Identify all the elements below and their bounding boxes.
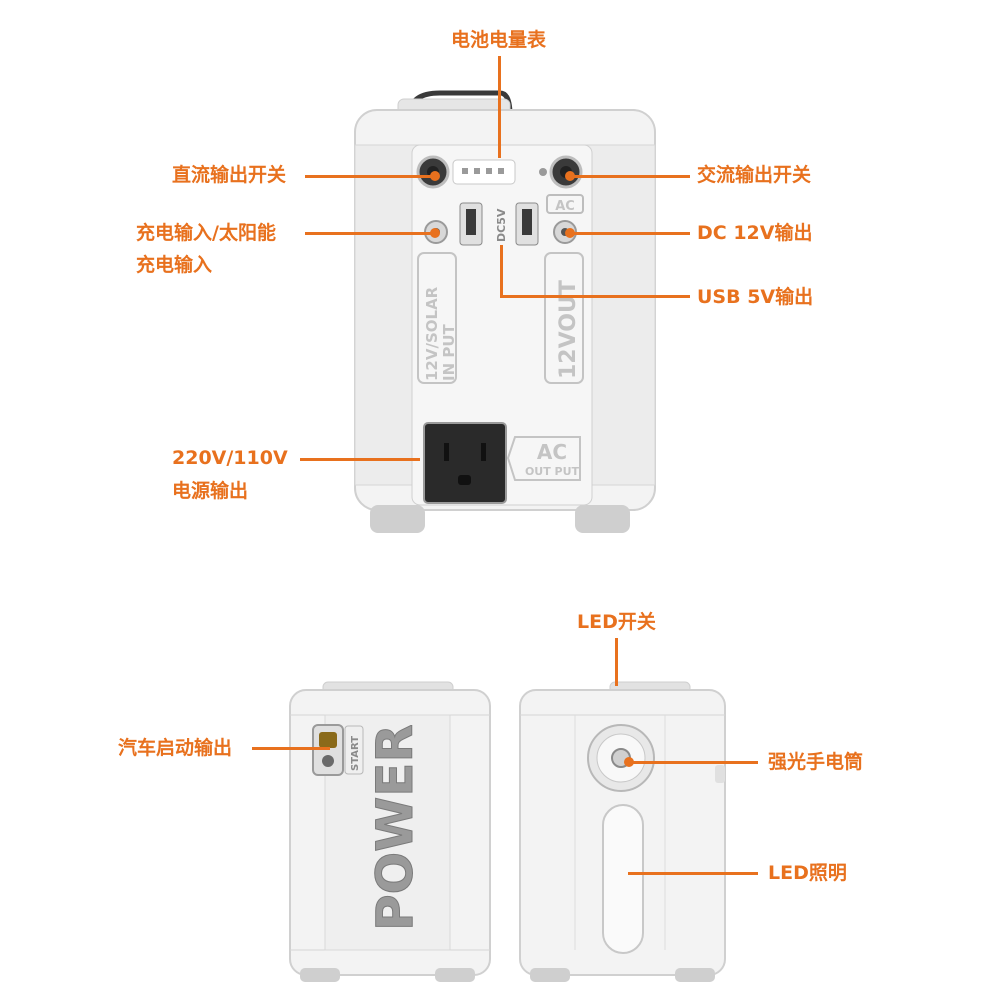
charge-input-label-line1: 充电输入/太阳能 xyxy=(136,222,276,244)
dc-switch-leader xyxy=(305,175,435,178)
svg-text:START: START xyxy=(350,736,361,771)
charge-input-leader xyxy=(305,232,435,235)
led-lighting-label: LED照明 xyxy=(768,862,847,884)
flashlight-label: 强光手电筒 xyxy=(768,751,864,773)
ac-output-text: OUT PUT xyxy=(525,465,580,478)
dc12v-dot xyxy=(565,228,575,238)
led-lighting-leader xyxy=(628,872,758,875)
ac-output-label: AC OUT PUT xyxy=(525,440,580,478)
dc-out-label: 12VOUT xyxy=(546,255,586,385)
usb-leader-vertical xyxy=(500,245,503,297)
solar-input-line1: 12V/SOLAR xyxy=(423,286,441,381)
right-side-view-device xyxy=(519,681,726,982)
svg-text:POWER: POWER xyxy=(366,725,418,931)
ac-power-leader xyxy=(300,458,420,461)
battery-gauge-leader xyxy=(498,56,501,158)
ac-big-text: AC xyxy=(537,440,567,464)
car-start-leader xyxy=(252,747,330,750)
ac-socket xyxy=(423,422,507,504)
flashlight-leader xyxy=(628,761,758,764)
ac-switch-dot xyxy=(565,171,575,181)
usb-leader-horizontal xyxy=(500,295,690,298)
solar-input-label: 12V/SOLAR IN PUT xyxy=(420,255,460,385)
dc-output-switch-label: 直流输出开关 xyxy=(172,164,287,186)
svg-text:AC: AC xyxy=(555,199,575,214)
charge-input-dot xyxy=(430,228,440,238)
dc5v-text: DC5V xyxy=(495,208,508,242)
flashlight-dot xyxy=(624,757,634,767)
battery-gauge-indicator xyxy=(452,159,516,185)
led-switch-label: LED开关 xyxy=(577,611,656,633)
ac-output-switch-label: 交流输出开关 xyxy=(697,164,812,186)
dc12v-leader xyxy=(570,232,690,235)
usb-5v-output-label: USB 5V输出 xyxy=(697,286,814,308)
dc-12v-output-label: DC 12V输出 xyxy=(697,222,813,244)
solar-input-line2: IN PUT xyxy=(440,323,458,381)
car-start-output-label: 汽车启动输出 xyxy=(118,737,233,759)
led-light-strip xyxy=(602,804,644,954)
left-side-view-device xyxy=(289,681,491,982)
dc-switch-dot xyxy=(430,171,440,181)
dc5v-label: DC5V xyxy=(490,200,512,245)
charge-input-label-line2: 充电输入 xyxy=(136,254,213,276)
ac-power-label-line2: 电源输出 xyxy=(172,480,249,502)
battery-gauge-label: 电池电量表 xyxy=(451,29,547,51)
ac-power-label-line1: 220V/110V xyxy=(172,447,288,469)
front-view-device xyxy=(354,90,656,533)
ac-switch-leader xyxy=(570,175,690,178)
ac-small-label: AC xyxy=(555,199,575,214)
start-label: START xyxy=(344,725,364,775)
led-switch-leader xyxy=(615,638,618,686)
power-brand-label: POWER xyxy=(366,725,419,932)
